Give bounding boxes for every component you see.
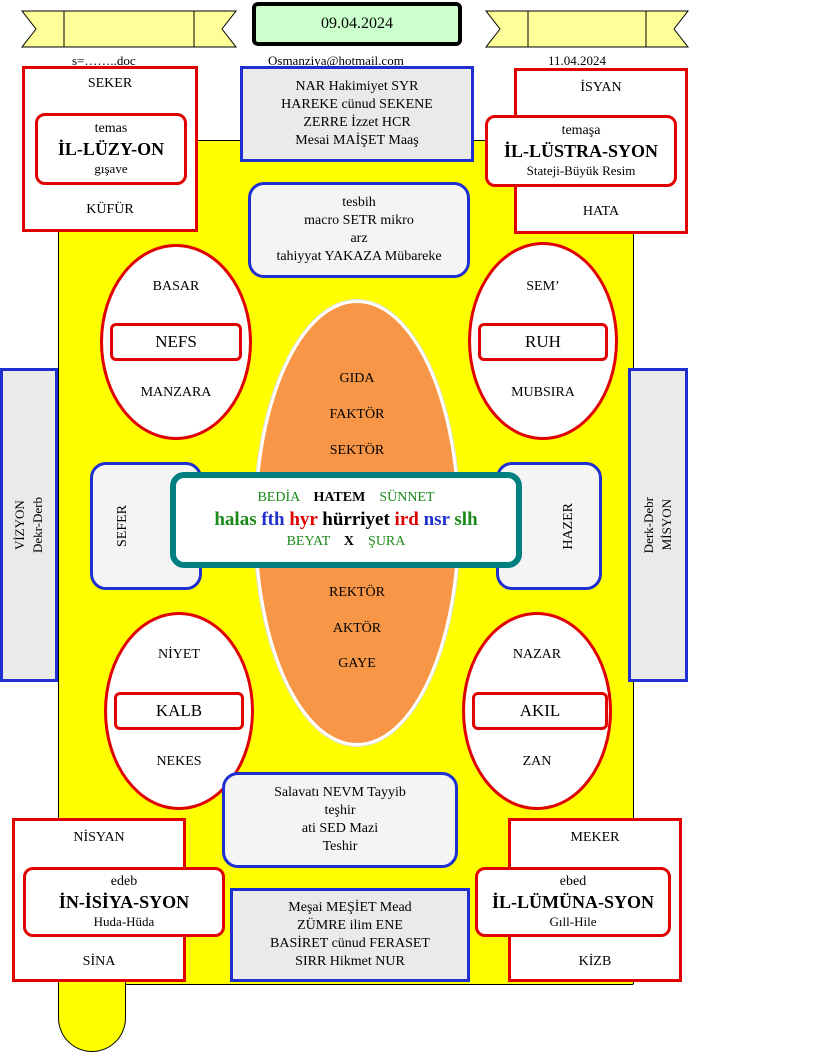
header-right-date: 11.04.2024 (548, 53, 607, 68)
center-row2-item-1: halas (214, 509, 257, 530)
top-right-bottom-label: HATA (582, 204, 620, 219)
ellipse-br-top: NAZAR (512, 647, 562, 662)
ellipse-bl-top: NİYET (158, 647, 200, 662)
ellipse-tl-center: NEFS (155, 332, 197, 351)
mid-top-line-3: arz (350, 231, 368, 246)
bottom-right-top-label: MEKER (570, 830, 620, 845)
top-left-line1: temas (94, 121, 128, 136)
header-left-note: s=……..doc (72, 53, 136, 68)
mid-bottom-line-3: ati SED Mazi (301, 821, 379, 836)
mid-top-line-4: tahiyyat YAKAZA Mübareke (276, 249, 442, 264)
left-ribbon-banner (20, 10, 238, 48)
center-row2-item-4: hürriyet (322, 509, 390, 530)
top-right-line1: temaşa (561, 123, 601, 138)
header-date-box: 09.04.2024 (252, 2, 462, 46)
top-center-line-4: Mesai MAİŞET Maaş (295, 133, 419, 148)
bottom-center-line-2: ZÜMRE ilim ENE (297, 918, 403, 933)
ellipse-br-center-box: AKIL (472, 692, 608, 730)
oval-bottom-item-2: AKTÖR (332, 621, 382, 636)
bottom-right-title: İL-LÜMÜNA-SYON (492, 892, 654, 912)
top-center-box: NAR Hakimiyet SYR HAREKE cünud SEKENE ZE… (240, 66, 474, 162)
center-row1-item-3: SÜNNET (379, 490, 435, 505)
top-right-panel: İSYAN temaşa İL-LÜSTRA-SYON Stateji-Büyü… (485, 68, 688, 234)
header-email: Osmanziya@hotmail.com (268, 53, 404, 68)
ellipse-bl-center: KALB (155, 701, 203, 720)
top-right-title: İL-LÜSTRA-SYON (503, 141, 659, 161)
ellipse-bl-center-box: KALB (114, 692, 244, 730)
ellipse-tr-center-box: RUH (478, 323, 608, 361)
center-teal-box: BEDİA HATEM SÜNNET halas fth hyr hürriye… (170, 472, 522, 568)
bottom-right-inner-box: ebed İL-LÜMÜNA-SYON Gıll-Hile (475, 867, 671, 937)
center-row2-item-6: nsr (423, 509, 450, 530)
ellipse-bl-bottom: NEKES (156, 754, 202, 769)
center-row2-item-2: fth (261, 509, 285, 530)
mid-bottom-box: Salavatı NEVM Tayyib teşhir ati SED Mazi… (222, 772, 458, 868)
right-ribbon-banner (484, 10, 690, 48)
mid-bottom-line-2: teşhir (324, 803, 356, 818)
bottom-left-line2: Huda-Hüda (93, 914, 155, 929)
bottom-center-line-1: Meşai MEŞİET Mead (288, 900, 412, 915)
center-row2-item-5: ird (394, 509, 419, 530)
center-row3-item-3: ŞURA (368, 534, 406, 549)
top-left-bottom-label: KÜFÜR (86, 202, 134, 217)
center-row3-item-1: BEYAT (286, 534, 330, 549)
bottom-right-bottom-label: KİZB (578, 954, 612, 969)
top-right-inner-box: temaşa İL-LÜSTRA-SYON Stateji-Büyük Resi… (485, 115, 677, 187)
bottom-left-panel: NİSYAN edeb İN-İSİYA-SYON Huda-Hüda SİNA (12, 818, 225, 982)
mid-top-box: tesbih macro SETR mikro arz tahiyyat YAK… (248, 182, 470, 278)
bottom-right-line1: ebed (559, 874, 587, 889)
center-row3-item-2: X (343, 534, 355, 549)
ellipse-tr-top: SEM’ (526, 279, 560, 294)
side-inner-right-label: HAZER (561, 502, 576, 550)
ellipse-br-center: AKIL (519, 701, 561, 720)
ellipse-tr-center: RUH (525, 332, 561, 351)
bottom-left-inner-box: edeb İN-İSİYA-SYON Huda-Hüda (23, 867, 225, 937)
top-left-panel: SEKER temas İL-LÜZY-ON gışave KÜFÜR (22, 66, 198, 232)
top-left-inner-box: temas İL-LÜZY-ON gışave (35, 113, 187, 185)
top-left-title: İL-LÜZY-ON (57, 139, 165, 159)
top-right-top-label: İSYAN (580, 80, 622, 95)
bottom-center-box: Meşai MEŞİET Mead ZÜMRE ilim ENE BASİRET… (230, 888, 470, 982)
oval-top-item-1: GIDA (339, 371, 375, 386)
side-left-line2: Dekr-Derb (30, 496, 45, 554)
oval-top-item-2: FAKTÖR (329, 407, 385, 422)
bottom-left-top-label: NİSYAN (73, 830, 125, 845)
side-right-line2: MİSYON (659, 499, 674, 551)
header-date: 09.04.2024 (321, 15, 393, 32)
oval-top-item-3: SEKTÖR (329, 443, 385, 458)
top-left-line2: gışave (94, 161, 128, 176)
bottom-left-bottom-label: SİNA (82, 954, 116, 969)
oval-bottom-item-1: REKTÖR (329, 585, 385, 600)
ellipse-tl-center-box: NEFS (110, 323, 242, 361)
top-center-line-3: ZERRE İzzet HCR (303, 115, 411, 130)
mid-bottom-line-4: Teshir (322, 839, 358, 854)
bottom-left-line1: edeb (110, 874, 138, 889)
bottom-left-title: İN-İSİYA-SYON (58, 892, 190, 912)
center-row2-item-7: slh (454, 509, 478, 530)
side-right-line1: Derk-Debr (641, 496, 656, 554)
mid-top-line-2: macro SETR mikro (304, 213, 414, 228)
top-right-line2: Stateji-Büyük Resim (526, 163, 636, 178)
top-center-line-2: HAREKE cünud SEKENE (281, 97, 433, 112)
center-row1-item-2: HATEM (313, 490, 366, 505)
ellipse-tl-bottom: MANZARA (140, 385, 212, 400)
top-left-top-label: SEKER (87, 76, 133, 91)
center-row1-item-1: BEDİA (257, 490, 300, 505)
oval-bottom-item-3: GAYE (338, 656, 376, 671)
side-left-line1: VİZYON (12, 500, 27, 550)
top-center-line-1: NAR Hakimiyet SYR (295, 79, 419, 94)
side-inner-left-label: SEFER (115, 504, 130, 547)
mid-bottom-line-1: Salavatı NEVM Tayyib (274, 785, 406, 800)
ellipse-tr-bottom: MUBSIRA (511, 385, 575, 400)
bottom-center-line-4: SIRR Hikmet NUR (295, 954, 405, 969)
ellipse-tl-top: BASAR (152, 279, 200, 294)
bottom-right-line2: Gıll-Hile (549, 914, 597, 929)
side-box-left: VİZYON Dekr-Derb (0, 368, 58, 682)
bottom-center-line-3: BASİRET cünud FERASET (270, 936, 430, 951)
bottom-right-panel: MEKER ebed İL-LÜMÜNA-SYON Gıll-Hile KİZB (475, 818, 682, 982)
mid-top-line-1: tesbih (342, 195, 376, 210)
side-box-right: Derk-Debr MİSYON (628, 368, 688, 682)
center-row2-item-3: hyr (289, 509, 318, 530)
ellipse-br-bottom: ZAN (522, 754, 552, 769)
